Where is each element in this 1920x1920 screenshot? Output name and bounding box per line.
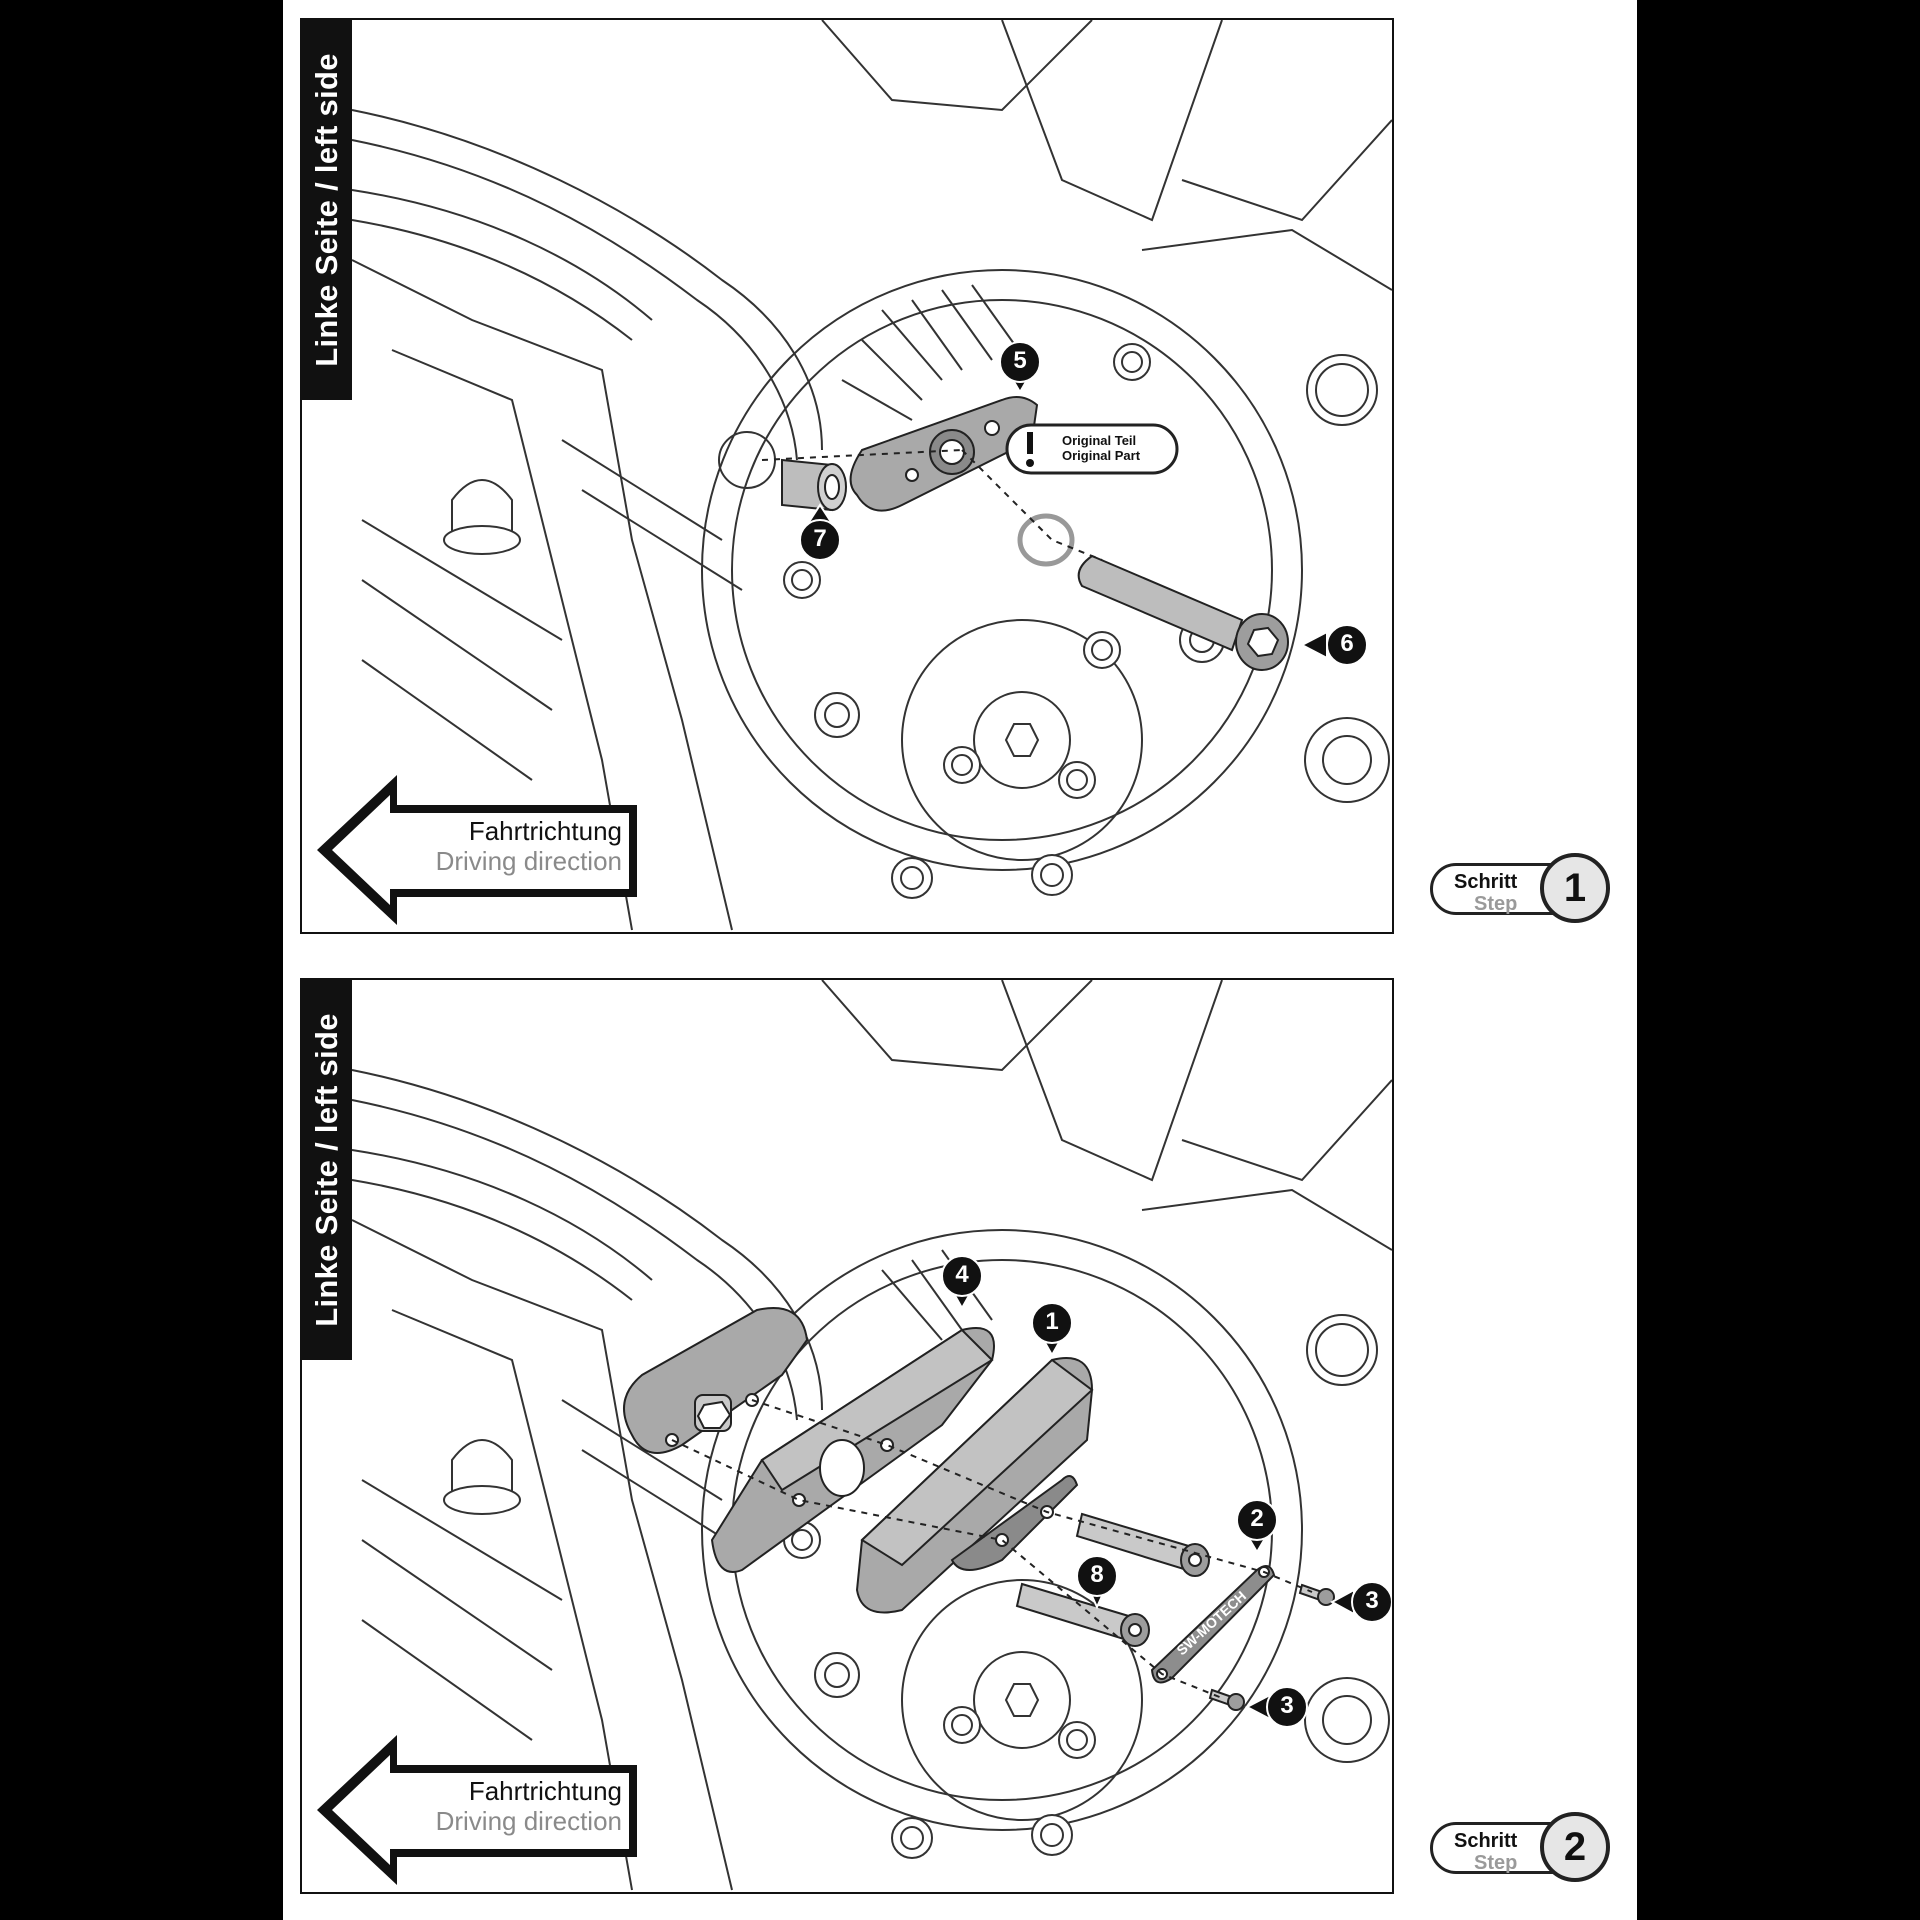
part-marker-8: 8 — [1090, 1561, 1104, 1588]
direction-arrow-icon — [317, 775, 637, 925]
part-marker-4: 4 — [955, 1261, 969, 1288]
part-marker-3-top: 3 — [1365, 1587, 1379, 1614]
step-2-panel: SW-MOTECH — [300, 978, 1394, 1894]
instruction-sheet: Linke Seite / left side Fahrtrichtung Dr… — [283, 0, 1637, 1920]
part-marker-5: 5 — [1013, 347, 1027, 374]
step-1-badge: Schritt Step 1 — [1430, 853, 1610, 923]
engine-drawing-step-1 — [317, 20, 1392, 931]
step-label-de: Schritt — [1454, 1830, 1518, 1852]
part-marker-6: 6 — [1340, 630, 1354, 657]
driving-direction-en: Driving direction — [435, 846, 622, 876]
driving-direction-en: Driving direction — [435, 1806, 622, 1836]
driving-direction-de: Fahrtrichtung — [468, 816, 622, 846]
step-label-en: Step — [1474, 1852, 1518, 1874]
step-2-badge: Schritt Step 2 — [1430, 1812, 1610, 1882]
part-marker-7: 7 — [813, 525, 827, 552]
callout-line-en: Original Part — [1062, 448, 1141, 463]
warning-exclamation-icon — [1026, 432, 1034, 467]
side-label: Linke Seite / left side — [309, 53, 344, 367]
step-label-de: Schritt — [1454, 871, 1518, 893]
step-label-en: Step — [1474, 893, 1518, 915]
side-label: Linke Seite / left side — [309, 1013, 344, 1327]
original-part-callout: Original Teil Original Part — [1062, 433, 1140, 463]
part-marker-1: 1 — [1045, 1308, 1059, 1335]
callout-line-de: Original Teil — [1062, 433, 1137, 448]
part-marker-3-bottom: 3 — [1280, 1692, 1294, 1719]
driving-direction-label: Fahrtrichtung Driving direction — [410, 816, 622, 876]
driving-direction-de: Fahrtrichtung — [468, 1776, 622, 1806]
engine-drawing-step-2: SW-MOTECH — [317, 980, 1392, 1891]
driving-direction-label: Fahrtrichtung Driving direction — [410, 1776, 622, 1836]
step-number: 1 — [1540, 853, 1610, 923]
step-number: 2 — [1540, 1812, 1610, 1882]
direction-arrow-icon — [317, 1735, 637, 1885]
side-label-tab: Linke Seite / left side — [302, 980, 352, 1360]
step-1-panel: Linke Seite / left side Fahrtrichtung Dr… — [300, 18, 1394, 934]
brand-logo-lettering: SW-MOTECH — [1173, 1588, 1249, 1659]
part-marker-2: 2 — [1250, 1505, 1264, 1532]
side-label-tab: Linke Seite / left side — [302, 20, 352, 400]
